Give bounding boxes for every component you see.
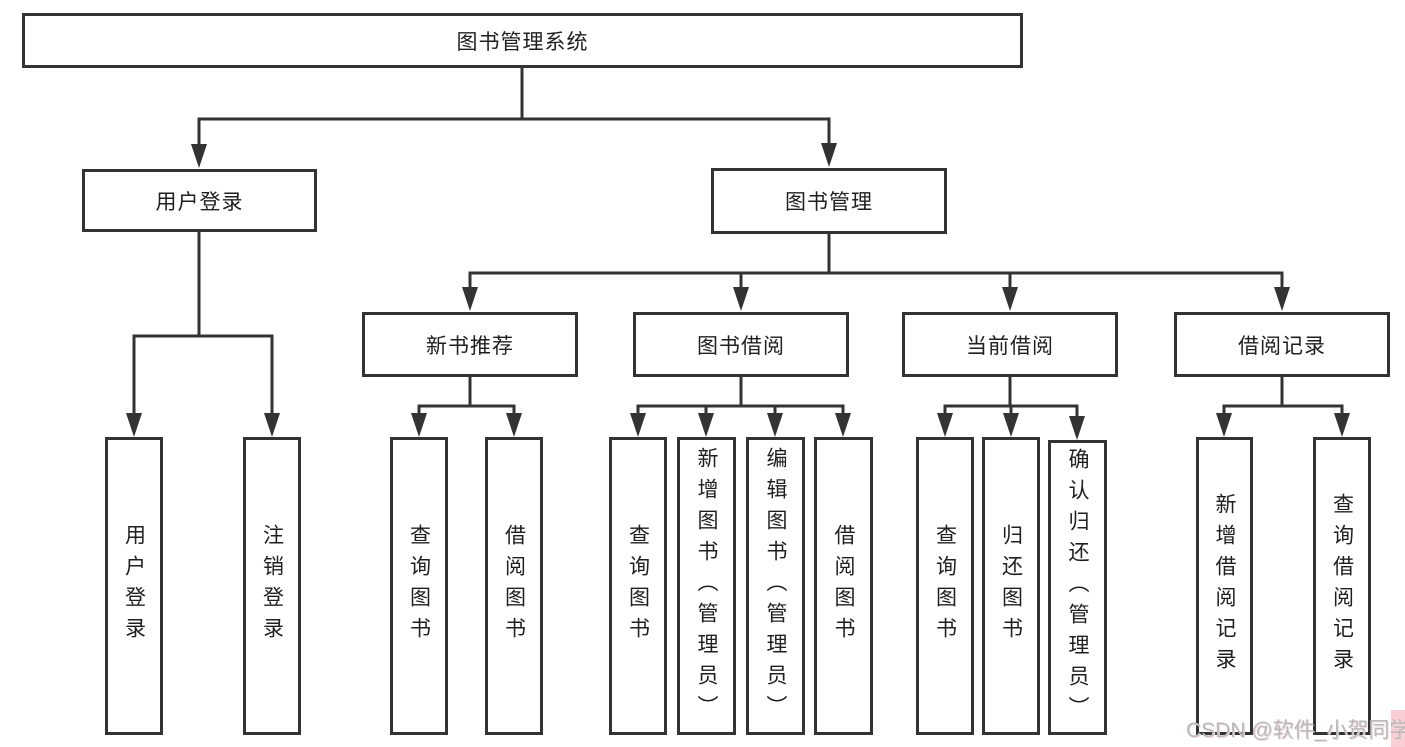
node-label: 借阅记录 <box>1238 334 1326 358</box>
node-current-borrowing: 当前借阅 <box>902 312 1118 377</box>
node-user-login: 用户登录 <box>82 169 317 232</box>
node-label: 借阅图书 <box>502 524 526 648</box>
leaf-query-borrow-record: 查询借阅记录 <box>1313 437 1371 735</box>
leaf-edit-books-admin: 编辑图书（管理员） <box>746 437 805 735</box>
node-label: 新增图书（管理员） <box>695 446 718 726</box>
leaf-query-books: 查询图书 <box>609 437 667 735</box>
leaf-add-books-admin: 新增图书（管理员） <box>677 437 736 735</box>
leaf-borrow-books: 借阅图书 <box>485 437 543 735</box>
node-book-borrowing: 图书借阅 <box>633 312 849 377</box>
node-label: 新书推荐 <box>426 334 514 358</box>
node-borrow-records: 借阅记录 <box>1174 312 1390 377</box>
node-label: 用户登录 <box>122 524 146 648</box>
node-label: 确认归还（管理员） <box>1066 448 1089 727</box>
csdn-watermark: CSDN @软件_小贺同学 <box>1186 719 1405 742</box>
leaf-confirm-return-admin: 确认归还（管理员） <box>1048 440 1107 735</box>
node-label: 用户登录 <box>155 190 244 214</box>
node-label: 编辑图书（管理员） <box>764 446 787 726</box>
node-label: 归还图书 <box>999 524 1023 648</box>
node-label: 查询图书 <box>933 524 957 648</box>
node-label: 查询借阅记录 <box>1330 493 1354 679</box>
leaf-user-login: 用户登录 <box>105 437 163 735</box>
node-label: 借阅图书 <box>832 524 855 648</box>
leaf-query-books: 查询图书 <box>916 437 974 735</box>
node-label: 图书管理系统 <box>456 30 589 54</box>
node-label: 查询图书 <box>407 524 431 648</box>
node-label: 新增借阅记录 <box>1213 493 1236 679</box>
connector-arrows <box>126 143 1350 440</box>
node-label: 当前借阅 <box>966 334 1054 358</box>
leaf-borrow-books: 借阅图书 <box>814 437 873 735</box>
leaf-query-books: 查询图书 <box>390 437 448 735</box>
node-label: 图书借阅 <box>697 334 785 358</box>
watermark-accent-strip <box>1391 710 1405 747</box>
node-book-management: 图书管理 <box>711 168 947 234</box>
leaf-return-books: 归还图书 <box>982 437 1040 735</box>
node-new-book-recommend: 新书推荐 <box>362 312 578 377</box>
node-label: 图书管理 <box>785 191 873 214</box>
node-label: 注销登录 <box>260 524 284 648</box>
node-label: 查询图书 <box>626 524 650 648</box>
leaf-logout: 注销登录 <box>243 437 301 735</box>
leaf-add-borrow-record: 新增借阅记录 <box>1196 437 1253 735</box>
node-library-management-system: 图书管理系统 <box>22 13 1023 68</box>
